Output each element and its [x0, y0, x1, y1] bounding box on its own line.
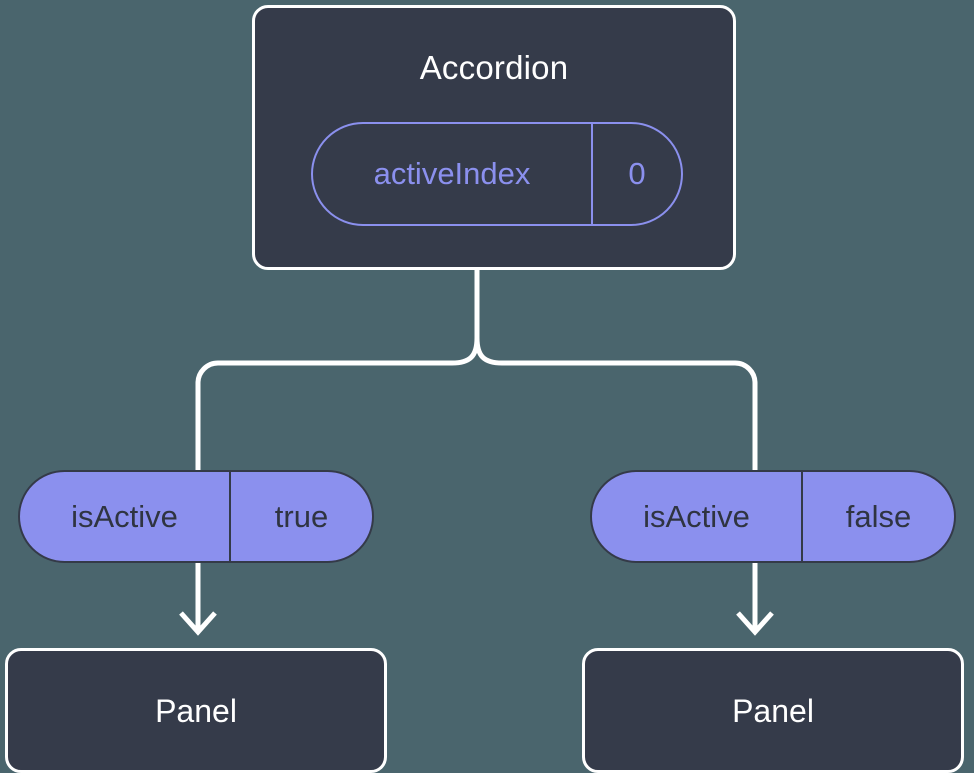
state-pill-active-index[interactable]: activeIndex 0: [311, 122, 683, 226]
state-pill-key: activeIndex: [313, 124, 593, 224]
branch-line-right: [734, 360, 758, 470]
component-card-panel-right[interactable]: Panel: [582, 648, 964, 773]
prop-pill-right[interactable]: isActive false: [590, 470, 956, 563]
arrow-head-left-icon: [179, 611, 217, 636]
arrow-head-right-icon: [736, 611, 774, 636]
prop-pill-left[interactable]: isActive true: [18, 470, 374, 563]
fork-curve-right: [474, 337, 735, 366]
prop-pill-right-key: isActive: [592, 472, 803, 561]
prop-pill-left-key: isActive: [20, 472, 231, 561]
panel-right-title: Panel: [732, 692, 814, 729]
component-card-panel-left[interactable]: Panel: [5, 648, 387, 773]
prop-pill-right-value: false: [845, 498, 912, 534]
fork-curve-left: [218, 337, 480, 366]
panel-left-title: Panel: [155, 692, 237, 729]
branch-line-left: [195, 360, 219, 470]
component-title: Accordion: [419, 49, 569, 86]
state-pill-value: 0: [628, 156, 646, 191]
component-card-accordion[interactable]: Accordion activeIndex 0: [252, 5, 736, 270]
prop-pill-left-value: true: [274, 498, 329, 534]
